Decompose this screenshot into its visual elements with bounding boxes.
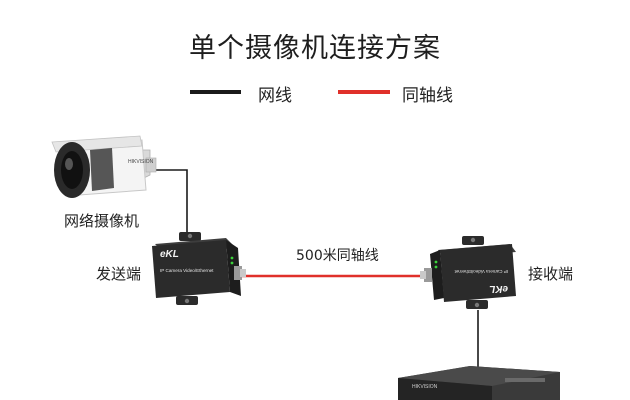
camera-label: 网络摄像机 — [64, 212, 140, 230]
legend-coax-label: 同轴线 — [402, 86, 453, 106]
cable-length-label: 500米同轴线 — [296, 248, 379, 264]
page-title: 单个摄像机连接方案 — [189, 33, 441, 64]
sender-model: IP Camera Video/Ethernet — [160, 268, 214, 273]
sender-transceiver: eKL IP Camera Video/Ethernet — [152, 232, 246, 305]
receiver-brand: eKL — [489, 283, 508, 294]
sender-label: 发送端 — [96, 265, 142, 283]
receiver-transceiver: eKL IP Camera Video/Ethernet — [420, 236, 516, 309]
legend-network-label: 网线 — [258, 86, 292, 106]
bullet-camera: HIKVISION — [51, 135, 157, 198]
receiver-model: IP Camera Video/Ethernet — [454, 269, 508, 274]
nvr-recorder: HIKVISION — [398, 366, 560, 400]
camera-network-cable — [148, 169, 188, 238]
nvr-brand: HIKVISION — [412, 384, 438, 390]
sender-brand: eKL — [160, 249, 179, 260]
receiver-label: 接收端 — [528, 265, 574, 283]
camera-brand: HIKVISION — [128, 159, 154, 165]
